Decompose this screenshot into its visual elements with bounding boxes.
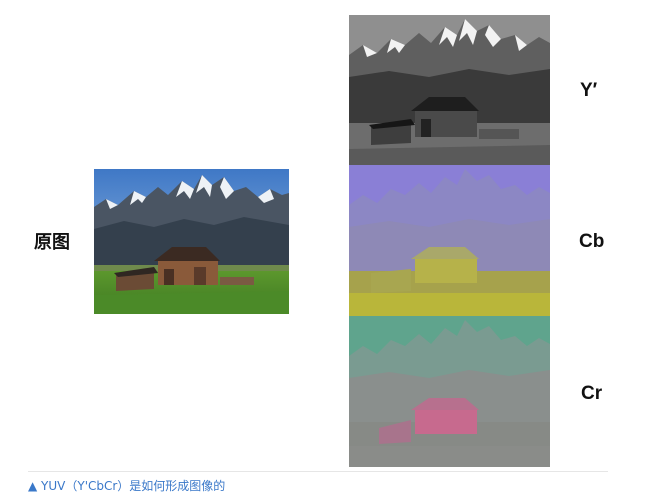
y-channel-label: Y′ (580, 80, 598, 101)
cr-channel-label: Cr (581, 383, 603, 404)
caption-divider (28, 471, 608, 472)
original-photo (94, 169, 289, 314)
cr-channel-image (349, 316, 550, 467)
yuv-channel-stack (349, 15, 550, 467)
cb-channel-label: Cb (579, 231, 605, 252)
cb-channel-image (349, 165, 550, 316)
y-channel-image (349, 15, 550, 166)
original-image-label: 原图 (34, 232, 70, 253)
figure-caption: ▲ YUV（Y'CbCr）是如何形成图像的 (28, 479, 226, 493)
